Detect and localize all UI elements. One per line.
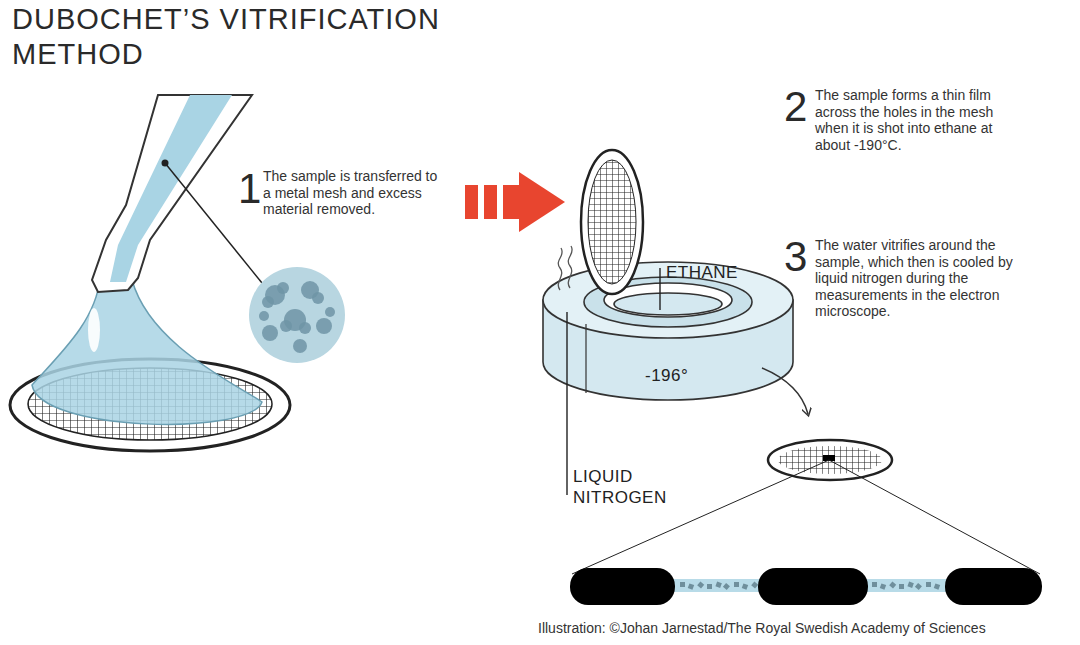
callout-number: 1 — [238, 168, 261, 210]
diagram-title: DUBOCHET’S VITRIFICATION METHOD — [12, 2, 452, 72]
pipette — [92, 95, 252, 292]
sample-drop — [32, 278, 262, 424]
illustration-credit: Illustration: ©Johan Jarnestad/The Royal… — [538, 620, 986, 637]
step-text: The sample forms a thin film across the … — [815, 87, 1015, 153]
steam — [558, 246, 572, 290]
callout-number: 2 — [784, 86, 807, 128]
part-label: LIQUID NITROGEN — [573, 466, 683, 509]
temperature-label: -196° — [645, 365, 688, 386]
step-text: The sample is transferred to a metal mes… — [263, 168, 438, 218]
step-text: The water vitrifies around the sample, w… — [815, 237, 1020, 320]
part-label: ETHANE — [666, 262, 738, 283]
plunging-grid — [581, 150, 643, 294]
process-arrow — [465, 172, 565, 232]
callout-number: 3 — [784, 236, 807, 278]
film-cross-section — [570, 568, 1042, 605]
dewar-container — [543, 262, 793, 400]
magnified-sample — [249, 267, 345, 363]
